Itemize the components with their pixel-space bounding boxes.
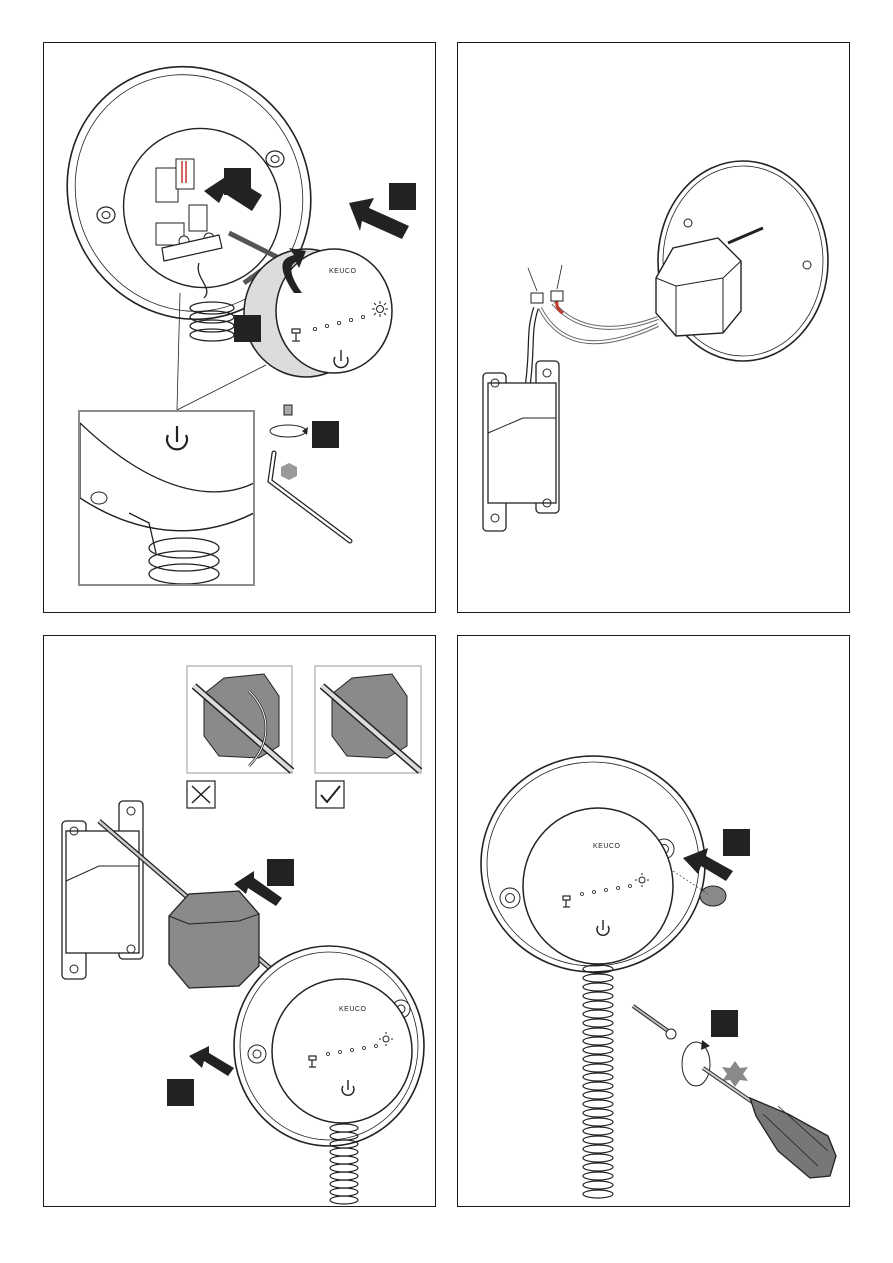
- brand-logo: KEUCO: [593, 843, 620, 850]
- step-box-1: [723, 829, 750, 856]
- hex-key: [270, 453, 350, 541]
- fixing-screw: [633, 1006, 676, 1039]
- step-box-2: [711, 1010, 738, 1037]
- connectors: [528, 265, 563, 303]
- flush-box: [62, 801, 143, 979]
- control-module: KEUCO: [244, 249, 392, 377]
- panel-4: KEUCO: [457, 635, 850, 1207]
- screwdriver: [703, 1068, 836, 1178]
- panel-1: KEUCO: [43, 42, 436, 613]
- detail-right: [315, 666, 421, 808]
- push-arrow-module: [189, 1046, 234, 1076]
- rosette-with-module: KEUCO: [234, 946, 424, 1146]
- step-box-4: [312, 421, 339, 448]
- brand-logo: KEUCO: [339, 1006, 366, 1013]
- cover-cap: [700, 886, 726, 906]
- rotate-arrow: [682, 1042, 710, 1086]
- connection-wires: [540, 300, 658, 342]
- panel-2-illustration: [458, 43, 851, 614]
- spiral-cable: [583, 965, 613, 1198]
- panel-3: KEUCO: [43, 635, 436, 1207]
- junction-box: [169, 891, 259, 988]
- step-box-2: [389, 183, 416, 210]
- step-box-3: [234, 315, 261, 342]
- panel-4-illustration: KEUCO: [458, 636, 851, 1208]
- rosette-with-module: KEUCO: [481, 756, 705, 972]
- panel-3-illustration: KEUCO: [44, 636, 437, 1208]
- brand-logo: KEUCO: [329, 268, 356, 275]
- step-box-1: [224, 168, 251, 195]
- flush-box: [483, 361, 559, 531]
- step-box-1: [267, 859, 294, 886]
- zoom-detail: [79, 411, 254, 585]
- detail-wrong: [187, 666, 292, 808]
- step-box-2: [167, 1079, 194, 1106]
- grub-screw: [270, 405, 308, 437]
- panel-2: [457, 42, 850, 613]
